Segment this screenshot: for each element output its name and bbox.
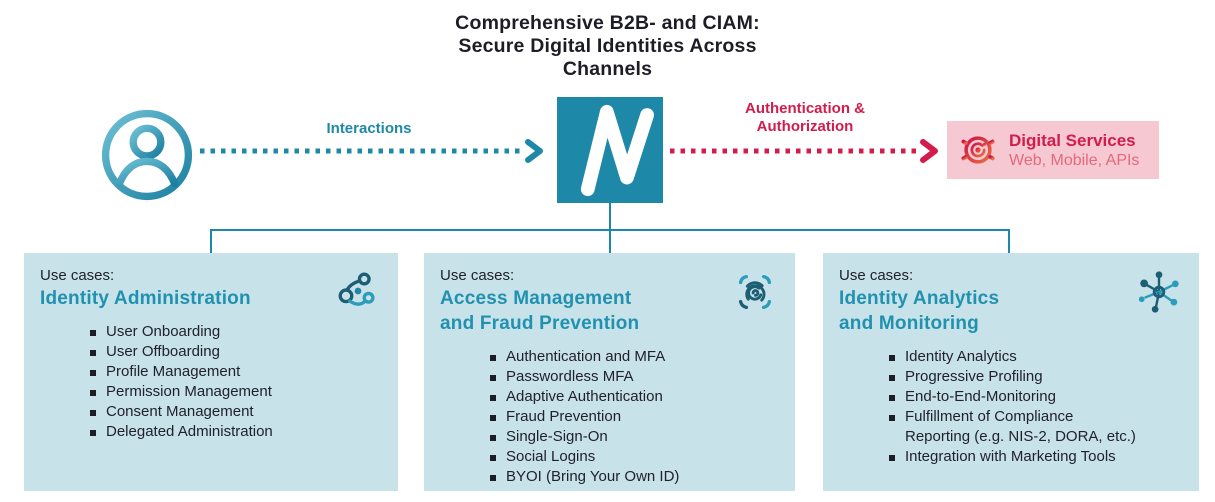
fingerprint-scan-icon [731, 268, 779, 316]
use-case-item: Identity Analytics [887, 347, 1139, 367]
use-case-item: Single-Sign-On [488, 427, 770, 447]
gear-icon [956, 128, 1000, 172]
card-heading: Identity Analytics and Monitoring [839, 288, 1000, 334]
access-management-card: Use cases: Access Management and Fraud P… [424, 253, 795, 491]
use-case-item: Permission Management [88, 382, 370, 402]
digital-services-card: Digital Services Web, Mobile, APIs [947, 121, 1159, 179]
nevis-logo [557, 97, 663, 203]
identity-administration-card: Use cases: Identity Administration User … [24, 253, 398, 491]
use-cases-kicker: Use cases: [440, 267, 515, 284]
interactions-dotted-arrow-icon [200, 139, 543, 163]
use-case-item: Profile Management [88, 362, 370, 382]
connector-line [609, 229, 611, 253]
user-icon [101, 109, 193, 201]
card-header: Use cases: Identity Administration [40, 266, 382, 311]
connector-line [1008, 229, 1010, 253]
use-case-item: Fraud Prevention [488, 407, 770, 427]
use-cases-kicker: Use cases: [839, 267, 914, 284]
use-case-item: Fulfillment of Compliance Reporting (e.g… [887, 407, 1139, 447]
auth-dotted-arrow-icon [670, 139, 938, 163]
card-heading: Identity Administration [40, 288, 251, 309]
use-case-item: User Onboarding [88, 322, 370, 342]
card-header: Use cases: Identity Analytics and Monito… [839, 266, 1183, 336]
connected-circles-icon [334, 268, 382, 316]
use-cases-kicker: Use cases: [40, 267, 115, 284]
identity-analytics-card: Use cases: Identity Analytics and Monito… [823, 253, 1199, 491]
use-case-item: End-to-End-Monitoring [887, 387, 1139, 407]
use-case-item: BYOI (Bring Your Own ID) [488, 467, 770, 487]
interactions-label: Interactions [326, 120, 412, 137]
use-case-item: Social Logins [488, 447, 770, 467]
card-heading: Access Management and Fraud Prevention [440, 288, 640, 334]
connector-line [609, 203, 611, 231]
use-case-item: Delegated Administration [88, 422, 370, 442]
use-case-item: Integration with Marketing Tools [887, 447, 1139, 467]
digital-services-title: Digital Services [1009, 130, 1136, 150]
auth-label: Authentication & Authorization [745, 100, 865, 135]
use-case-item: User Offboarding [88, 342, 370, 362]
use-case-item: Consent Management [88, 402, 370, 422]
page-title: Comprehensive B2B- and CIAM: Secure Digi… [455, 12, 760, 80]
hub-network-icon [1135, 268, 1183, 316]
digital-services-subtitle: Web, Mobile, APIs [1009, 151, 1140, 169]
digital-services-text: Digital Services Web, Mobile, APIs [1009, 131, 1139, 170]
use-case-item: Authentication and MFA [488, 347, 770, 367]
connector-line [210, 229, 212, 253]
use-case-item: Adaptive Authentication [488, 387, 770, 407]
use-case-item: Passwordless MFA [488, 367, 770, 387]
card-header: Use cases: Access Management and Fraud P… [440, 266, 779, 336]
use-case-item: Progressive Profiling [887, 367, 1139, 387]
